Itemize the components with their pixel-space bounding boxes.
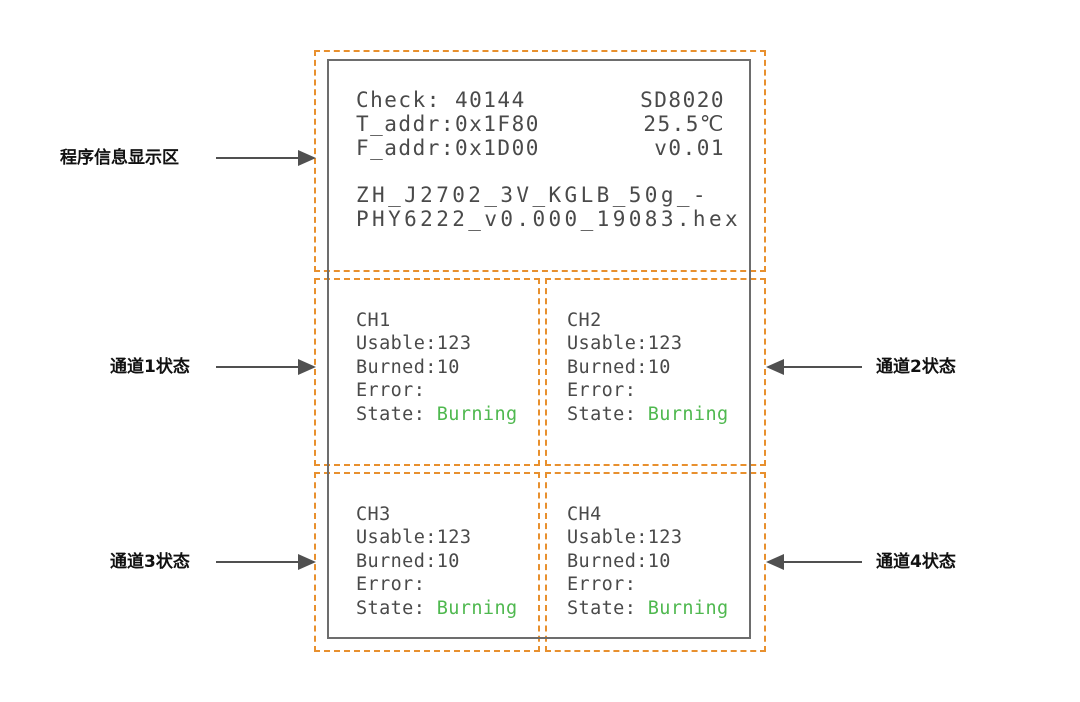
channel-1-status: CH1 Usable:123 Burned:10 Error: State: B… [356,309,518,426]
channel-state-value: Burning [436,597,518,619]
channel-2-status: CH2 Usable:123 Burned:10 Error: State: B… [567,309,729,426]
channel-usable: Usable:123 [567,333,683,355]
channel-error: Error: [356,574,426,596]
f-addr-value: F_addr:0x1D00 [356,136,540,160]
model-value: SD8020 [640,88,725,112]
file-name-line-1: ZH_J2702_3V_KGLB_50g_- [356,183,709,207]
program-info-label: 程序信息显示区 [60,148,179,168]
channel-state-label: State: [356,597,437,619]
channel-state: State: Burning [567,403,729,426]
ch1-status-label: 通道1状态 [110,357,190,377]
ch2-status-label: 通道2状态 [876,357,956,377]
arrow-left-icon [766,359,862,375]
ch3-status-label: 通道3状态 [110,552,190,572]
ch1-region-outline [314,278,540,466]
channel-state: State: Burning [356,403,518,426]
channel-error: Error: [567,380,637,402]
channel-state-label: State: [356,403,437,425]
program-info-region-outline [314,50,766,272]
arrow-right-icon [216,359,316,375]
temperature-value: 25.5℃ [643,112,725,136]
channel-burned: Burned:10 [356,356,460,378]
channel-state-label: State: [567,597,648,619]
channel-state-label: State: [567,403,648,425]
arrow-left-icon [766,554,862,570]
channel-state-value: Burning [647,597,729,619]
channel-state-value: Burning [436,403,518,425]
channel-state-value: Burning [647,403,729,425]
channel-name: CH3 [356,504,391,525]
channel-burned: Burned:10 [567,550,671,572]
ch4-region-outline [545,472,766,652]
channel-name: CH2 [567,310,602,331]
device-screen [327,59,751,639]
channel-burned: Burned:10 [356,550,460,572]
channel-error: Error: [356,380,426,402]
file-name-line-2: PHY6222_v0.000_19083.hex [356,207,742,231]
channel-usable: Usable:123 [356,527,472,549]
channel-error: Error: [567,574,637,596]
arrow-right-icon [216,150,316,166]
channel-state: State: Burning [356,597,518,620]
channel-3-status: CH3 Usable:123 Burned:10 Error: State: B… [356,503,518,620]
check-value: Check: 40144 [356,88,526,112]
channel-burned: Burned:10 [567,356,671,378]
channel-name: CH4 [567,504,602,525]
ch2-region-outline [545,278,766,466]
t-addr-value: T_addr:0x1F80 [356,112,540,136]
version-value: v0.01 [654,136,725,160]
channel-state: State: Burning [567,597,729,620]
arrow-right-icon [216,554,316,570]
channel-usable: Usable:123 [356,333,472,355]
ch4-status-label: 通道4状态 [876,552,956,572]
channel-4-status: CH4 Usable:123 Burned:10 Error: State: B… [567,503,729,620]
channel-usable: Usable:123 [567,527,683,549]
channel-name: CH1 [356,310,391,331]
